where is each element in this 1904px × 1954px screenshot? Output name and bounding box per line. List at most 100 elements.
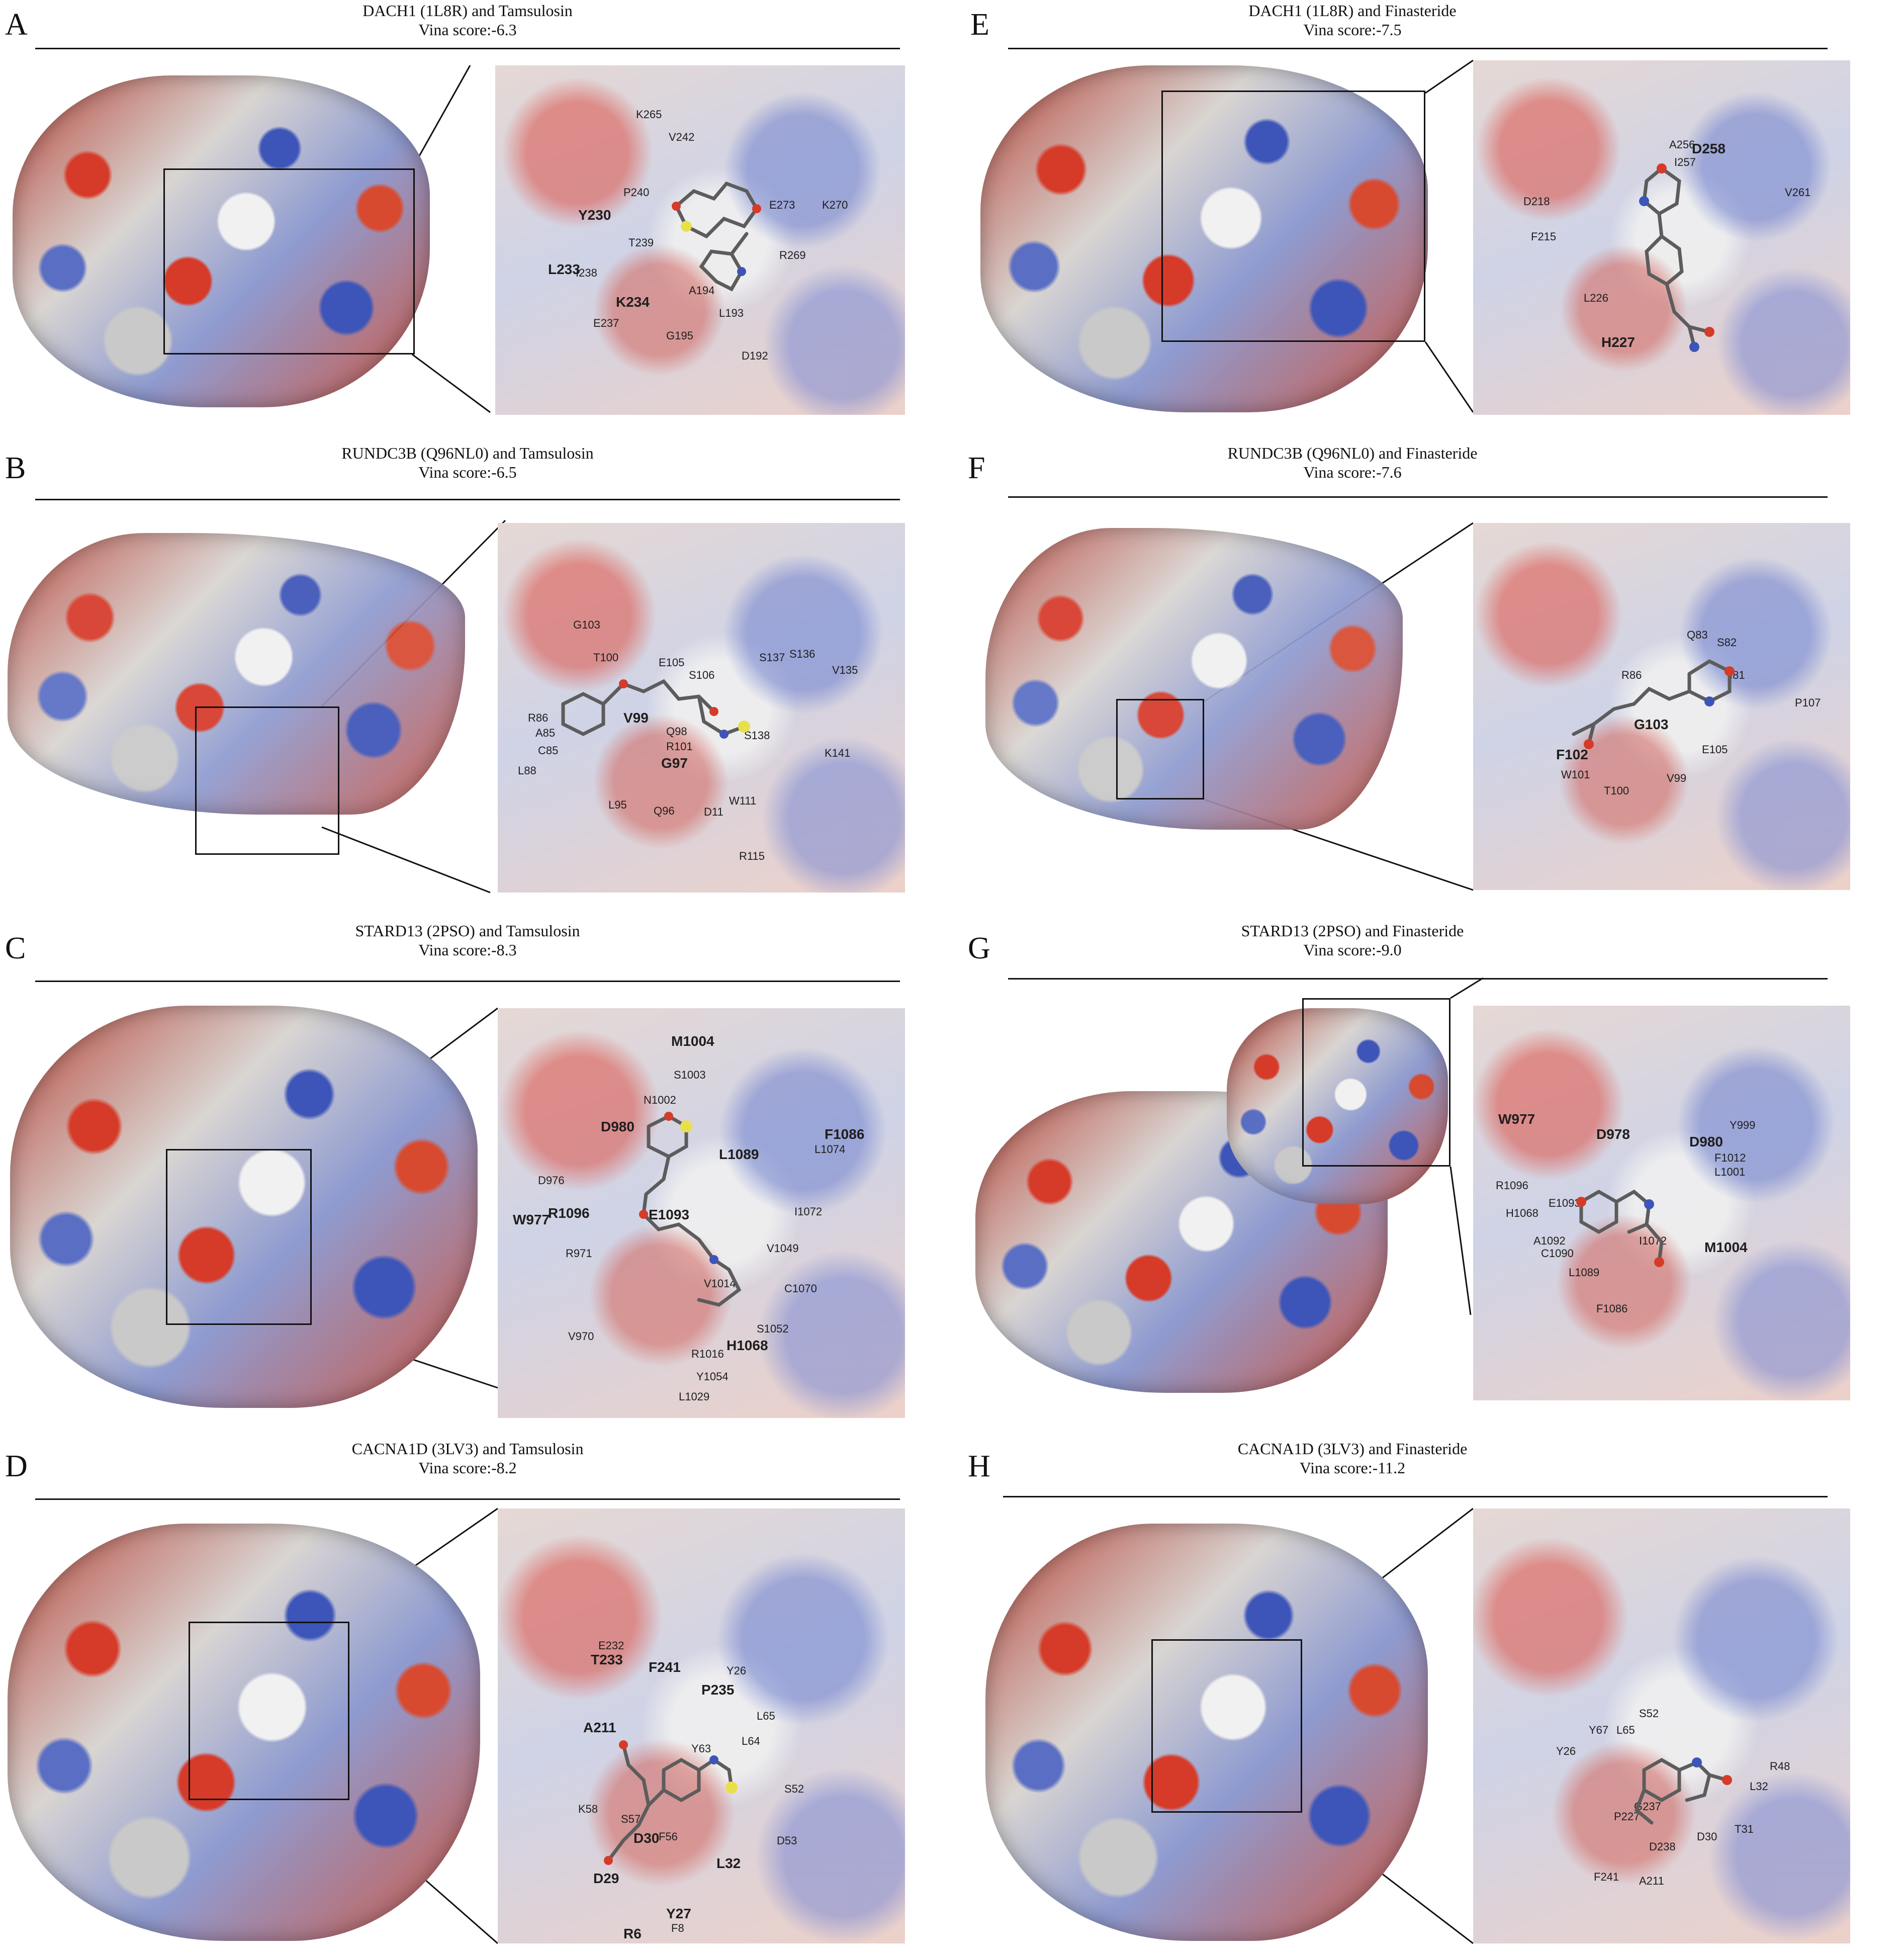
residue-label: D30 [1697, 1830, 1717, 1843]
residue-label: D11 [704, 806, 723, 818]
residue-label: R115 [739, 850, 765, 862]
residue-label: S106 [689, 669, 715, 681]
residue-label: M1004 [1704, 1239, 1748, 1255]
residue-label: L1001 [1714, 1166, 1746, 1178]
residue-label: C1070 [784, 1282, 817, 1295]
panel-letter: D [5, 1449, 28, 1483]
residue-label: Y26 [1556, 1745, 1576, 1757]
residue-label: L1074 [814, 1143, 846, 1156]
title-rule [35, 48, 900, 49]
residue-label: A211 [583, 1720, 616, 1735]
title-rule [35, 1498, 900, 1500]
ligand-molecule-icon [1639, 163, 1714, 352]
binding-pocket-zoom: Q83 S82 I81 R86 G103 P107 F102 W101 E105… [1473, 523, 1850, 890]
residue-label: L226 [1584, 292, 1608, 304]
residue-label: L193 [719, 307, 744, 319]
binding-pocket-zoom: W977 Y999 D978 D980 F1012 L1001 R1096 E1… [1473, 1006, 1850, 1400]
protein-surface-overview [13, 75, 430, 407]
residue-label: E105 [659, 656, 685, 669]
residue-label: D980 [601, 1119, 634, 1134]
panel-letter: F [968, 451, 985, 485]
residue-label: K58 [578, 1803, 598, 1815]
residue-label: R269 [779, 249, 806, 261]
residue-label: H227 [1601, 334, 1635, 350]
residue-label: F241 [649, 1659, 681, 1675]
residue-label: L32 [716, 1855, 741, 1871]
residue-label: Y26 [727, 1664, 747, 1677]
residue-label: M1004 [671, 1033, 714, 1049]
residue-label: E232 [598, 1639, 624, 1652]
residue-label: I238 [576, 267, 597, 279]
residue-label: F1012 [1714, 1151, 1746, 1164]
residue-label: R1016 [691, 1348, 724, 1360]
title-rule [1008, 48, 1828, 49]
residue-label: V1049 [767, 1242, 799, 1255]
residue-label: K270 [822, 199, 848, 211]
residue-label: H1068 [1506, 1207, 1538, 1219]
residue-label: D976 [538, 1174, 565, 1187]
residue-label: Y230 [578, 207, 611, 223]
residue-label: E105 [1702, 743, 1728, 756]
residue-label: R971 [566, 1247, 592, 1260]
residue-label: P235 [701, 1682, 735, 1698]
residue-label: T233 [591, 1652, 623, 1667]
residue-label: R86 [1621, 669, 1642, 681]
protein-surface-overview [8, 1524, 480, 1941]
residue-label: S137 [759, 651, 785, 664]
residue-label: S82 [1717, 636, 1737, 649]
residue-label: K265 [636, 108, 662, 121]
residue-label: F8 [671, 1922, 684, 1934]
residue-label: D238 [1649, 1840, 1676, 1853]
residue-label: S1052 [757, 1322, 789, 1335]
residue-label: P107 [1795, 696, 1821, 709]
residue-label: L1089 [1569, 1266, 1600, 1279]
residue-label: F56 [659, 1830, 678, 1843]
residue-label: L88 [518, 764, 536, 777]
residue-label: Y63 [691, 1742, 711, 1755]
residue-label: Y27 [666, 1906, 691, 1921]
protein-surface-overview [980, 65, 1428, 412]
residue-label: S1003 [674, 1069, 706, 1081]
residue-label: D218 [1523, 195, 1550, 208]
residue-label: T100 [1604, 784, 1629, 797]
residue-label: D29 [593, 1871, 619, 1886]
title-rule [1008, 978, 1828, 980]
residue-label: T239 [628, 236, 654, 249]
residue-label: R86 [528, 712, 549, 724]
binding-site-box [163, 168, 415, 354]
panel-letter: G [968, 931, 990, 965]
residue-label: L32 [1750, 1780, 1768, 1793]
residue-label: I257 [1674, 156, 1696, 168]
residue-label: Y67 [1589, 1724, 1609, 1736]
binding-site-box [166, 1149, 312, 1325]
residue-label: E1093 [649, 1207, 689, 1222]
panel-letter: A [5, 8, 28, 42]
residue-label: A211 [1639, 1875, 1664, 1887]
residue-label: Q83 [1687, 629, 1708, 641]
residue-label: L64 [742, 1735, 760, 1747]
title-rule [1003, 1496, 1828, 1497]
residue-label: W977 [513, 1212, 550, 1227]
residue-label: F215 [1531, 230, 1557, 243]
binding-site-box [1151, 1639, 1302, 1813]
binding-pocket-zoom: M1004 S1003 N1002 D980 L1089 F1086 L1074… [498, 1008, 905, 1418]
binding-site-box [189, 1622, 349, 1800]
residue-label: E1093 [1549, 1197, 1581, 1209]
residue-label: Q96 [654, 805, 675, 817]
residue-label: K141 [825, 747, 851, 759]
residue-label: R1096 [1496, 1179, 1528, 1192]
binding-site-box [1116, 699, 1204, 800]
title-rule [35, 499, 900, 500]
ligand-molecule-icon [639, 1112, 742, 1307]
panel-letter: H [968, 1449, 990, 1483]
panel-letter: B [5, 451, 26, 485]
residue-label: F102 [1556, 747, 1588, 762]
